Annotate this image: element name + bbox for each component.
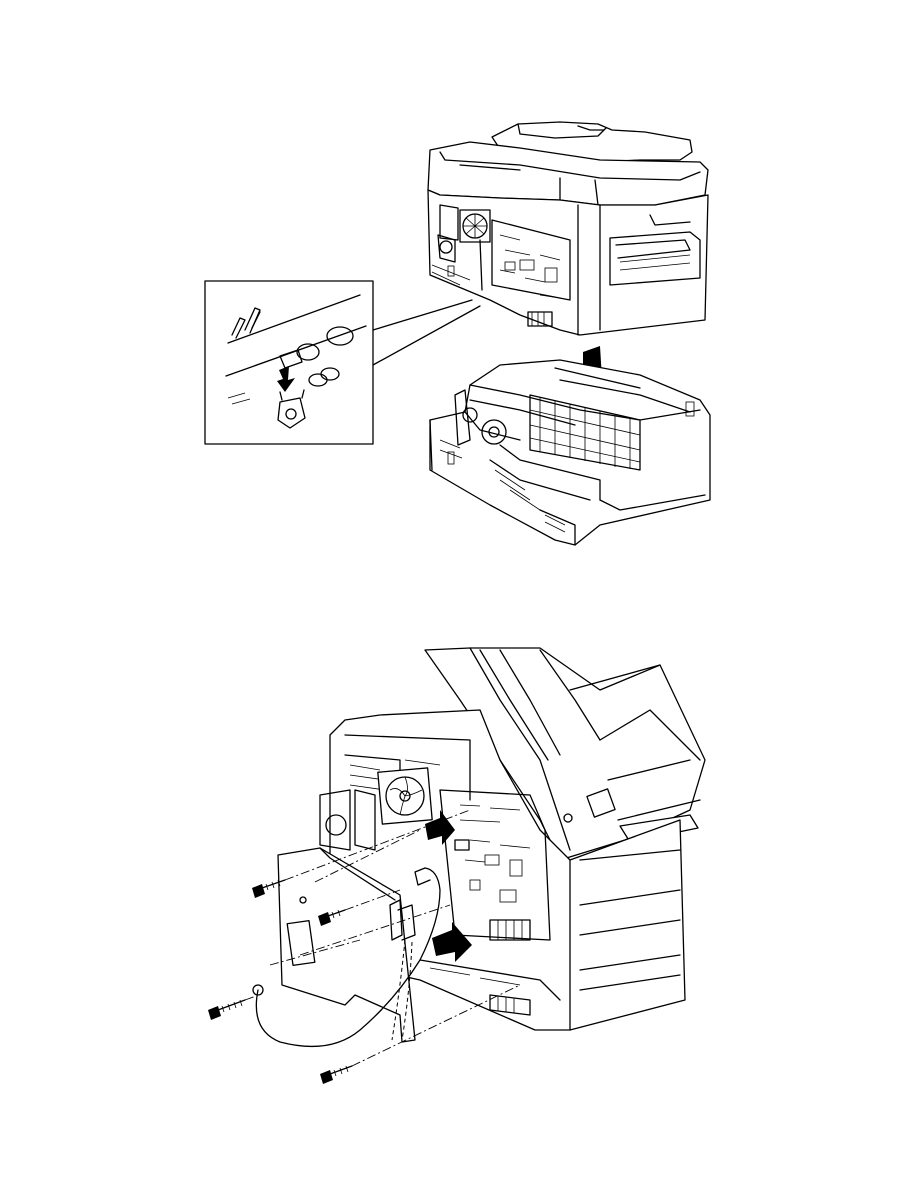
- screw: [208, 996, 256, 1020]
- scanner-unit: [428, 122, 708, 335]
- fan: [378, 768, 432, 824]
- printer-unit: [430, 360, 710, 545]
